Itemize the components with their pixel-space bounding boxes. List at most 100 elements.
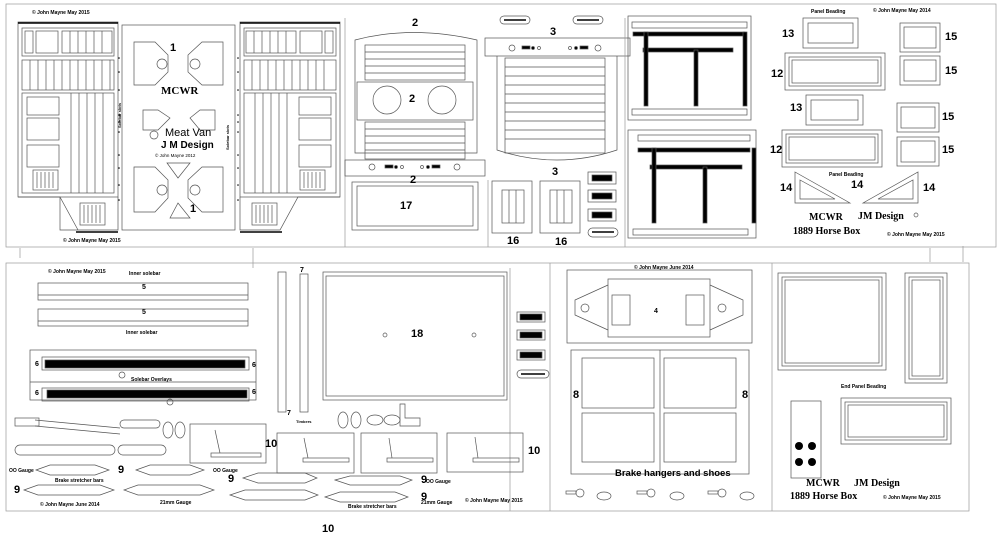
part-15-b-label: 15 xyxy=(945,65,958,77)
brakes-copyright-left: © John Mayne June 2014 xyxy=(40,502,100,508)
part-2-bottom-label: 2 xyxy=(410,174,417,186)
part-1-upper-label: 1 xyxy=(170,42,177,54)
horse-box-panels xyxy=(781,17,941,218)
timbers-7 xyxy=(277,271,309,413)
part-15-d-label: 15 xyxy=(942,144,955,156)
small-parts-bottom xyxy=(516,311,550,379)
end-panel-brand: MCWR xyxy=(806,478,840,489)
part-6-c-label: 6 xyxy=(35,390,39,397)
horse-box-underframe-upper xyxy=(627,15,752,121)
brake-hangers-label: Brake hangers and shoes xyxy=(615,468,731,479)
part-14-a-label: 14 xyxy=(780,182,793,194)
part-14-c-label: 14 xyxy=(923,182,936,194)
end-panels xyxy=(777,272,952,479)
brake-stretcher-bars xyxy=(22,464,413,503)
meat-van-floor xyxy=(121,24,236,231)
bottom-sheet-border xyxy=(5,262,970,512)
part-12-a-label: 12 xyxy=(771,68,784,80)
brake-pins xyxy=(565,488,755,501)
meat-van-brand: MCWR xyxy=(161,85,199,97)
part-9-d-label: 9 xyxy=(421,474,428,486)
horse-box-brand: MCWR xyxy=(809,212,843,223)
horse-box-designer: JM Design xyxy=(858,211,904,222)
end-part-3 xyxy=(484,15,631,161)
brake-stretcher-bars-left-label: Brake stretcher bars xyxy=(55,478,104,484)
brake-stretcher-bars-right-label: Brake stretcher bars xyxy=(348,504,397,510)
part-7-top-label: 7 xyxy=(300,267,304,274)
top-sheet-border xyxy=(5,3,997,248)
solebar-copyright: © John Mayne May 2015 xyxy=(48,269,106,275)
part-9-c-label: 9 xyxy=(228,473,235,485)
part-13-b-label: 13 xyxy=(790,102,803,114)
chassis-part-4 xyxy=(566,269,753,344)
small-parts-top xyxy=(587,171,619,238)
inner-solebars xyxy=(37,282,249,327)
part-8-left-label: 8 xyxy=(573,389,580,401)
inner-solebar-bottom-label: Inner solebar xyxy=(126,330,158,336)
meat-van-title: Meat Van xyxy=(165,127,212,139)
21mm-gauge-left-label: 21mm Gauge xyxy=(160,500,192,506)
brake-hangers-8 xyxy=(570,349,750,475)
timbers-label: Timbers xyxy=(296,419,312,424)
oo-gauge-mid-label: OO Gauge xyxy=(213,468,238,474)
part-5-a-label: 5 xyxy=(142,284,146,291)
meat-van-design-copyright: © John Mayne 2012 xyxy=(155,153,196,158)
brake-levers-10 xyxy=(189,423,524,474)
brakes-copyright-right: © John Mayne May 2015 xyxy=(465,498,523,504)
footer-part-10-label: 10 xyxy=(322,523,335,535)
end-panel-title: 1889 Horse Box xyxy=(790,491,858,502)
21mm-gauge-right-label: 21mm Gauge xyxy=(421,500,453,506)
part-13-a-label: 13 xyxy=(782,28,795,40)
part-1-lower-label: 1 xyxy=(190,203,197,215)
part-3-bottom-label: 3 xyxy=(552,166,559,178)
part-6-d-label: 6 xyxy=(252,389,256,396)
part-6-a-label: 6 xyxy=(35,361,39,368)
axle-box-details xyxy=(795,442,816,466)
part-15-a-label: 15 xyxy=(945,31,958,43)
part-9-e-label: 9 xyxy=(421,491,428,503)
end-panel-designer: JM Design xyxy=(854,478,900,489)
horse-box-copyright-bottom: © John Mayne May 2015 xyxy=(887,232,945,238)
meat-van-side-right xyxy=(239,21,341,233)
part-2-top-label: 2 xyxy=(412,17,419,29)
part-4-label: 4 xyxy=(654,308,658,315)
part-5-b-label: 5 xyxy=(142,309,146,316)
part-7-bottom-label: 7 xyxy=(287,410,291,417)
part-9-a-label: 9 xyxy=(118,464,125,476)
inner-solebar-top-label: Inner solebar xyxy=(129,271,161,277)
part-18-label: 18 xyxy=(411,328,424,340)
solebar-slots-left: Solebar slots xyxy=(117,102,122,128)
floor-part-18 xyxy=(322,271,508,401)
meat-van-designer: J M Design xyxy=(161,140,214,151)
oo-gauge-left-label: OO Gauge xyxy=(9,468,34,474)
part-15-c-label: 15 xyxy=(942,111,955,123)
solebar-slots-right: Solebar slots xyxy=(225,124,230,150)
meat-van-copyright-bottom: © John Mayne May 2015 xyxy=(63,238,121,244)
solebar-overlays-label: Solebar Overlays xyxy=(131,377,172,383)
panel-beading-top-label: Panel Beading xyxy=(811,9,846,15)
end-panel-copyright: © John Mayne May 2015 xyxy=(883,495,941,501)
panel-beading-bottom-label: Panel Beading xyxy=(829,172,864,178)
horse-box-underframe-lower xyxy=(627,129,757,239)
part-17-label: 17 xyxy=(400,200,413,212)
part-8-right-label: 8 xyxy=(742,389,749,401)
brake-links xyxy=(14,403,421,456)
end-part-2 xyxy=(344,32,486,231)
horse-box-title: 1889 Horse Box xyxy=(793,226,861,237)
meat-van-copyright-top: © John Mayne May 2015 xyxy=(32,10,90,16)
oo-gauge-right-label: OO Gauge xyxy=(426,479,451,485)
horse-box-copyright-top: © John Mayne May 2014 xyxy=(873,8,931,14)
part-3-top-label: 3 xyxy=(550,26,557,38)
end-panel-beading-label: End Panel Beading xyxy=(841,384,887,390)
solebar-overlays xyxy=(29,349,257,406)
part-2-middle-label: 2 xyxy=(409,93,416,105)
part-16-left-label: 16 xyxy=(507,235,520,247)
part-9-b-label: 9 xyxy=(14,484,21,496)
door-part-16 xyxy=(491,180,581,234)
meat-van-side-left xyxy=(17,21,119,233)
part-14-b-label: 14 xyxy=(851,179,864,191)
part-10-a-label: 10 xyxy=(265,438,278,450)
part-10-b-label: 10 xyxy=(528,445,541,457)
chassis-copyright: © John Mayne June 2014 xyxy=(634,265,694,271)
